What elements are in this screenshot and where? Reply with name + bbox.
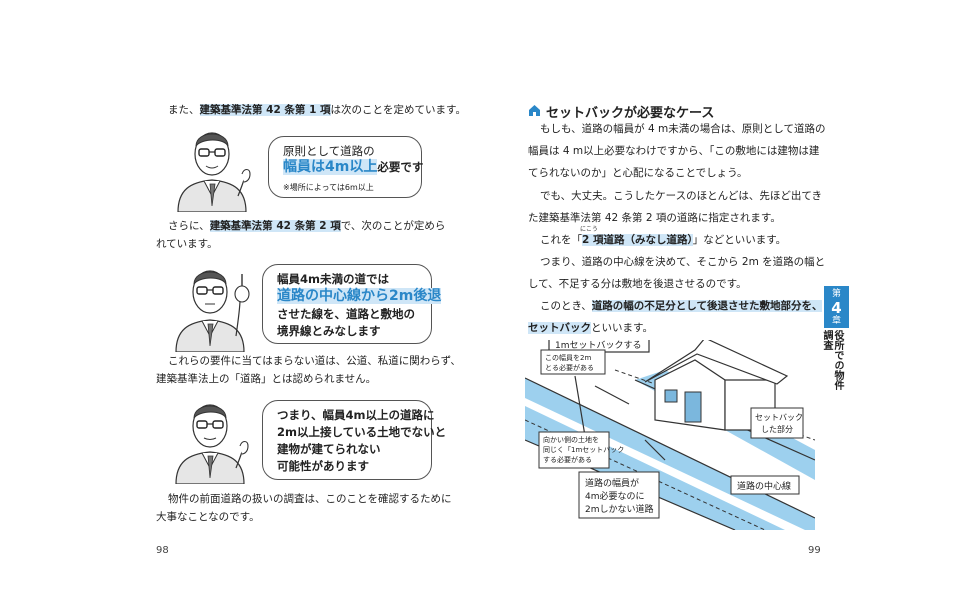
businessman-illustration xyxy=(175,270,250,352)
section-heading: セットバックが必要なケース xyxy=(546,106,715,121)
bubble-text: 可能性があります xyxy=(277,459,369,473)
chapter-tab: 第 4 章 役所での物件調査 xyxy=(821,286,849,398)
page-number-right: 99 xyxy=(808,545,821,556)
bubble-text: 境界線とみなします xyxy=(277,324,381,338)
label-width: この幅員を2m xyxy=(545,353,591,362)
label-setback-area: した部分 xyxy=(761,424,793,434)
bubble-text: 2m以上接している土地でないと xyxy=(277,425,447,439)
label-road: 4m必要なのに xyxy=(585,490,645,502)
bubble-highlight: 道路の中心線から2m後退 xyxy=(277,288,442,304)
bubble-text: 建物が建てられない xyxy=(277,442,381,456)
text: また、 xyxy=(168,104,200,116)
body-line: このとき、道路の幅の不足分として後退させた敷地部分を、 xyxy=(540,298,823,315)
text: このとき、 xyxy=(540,300,592,312)
label-setback-area: セットバック xyxy=(755,413,803,422)
text: で、次のことが定めら xyxy=(340,220,446,232)
label-opposite: 同じく「1mセットバック xyxy=(543,446,624,454)
paragraph-2-line2: れています。 xyxy=(156,238,218,250)
text: これを「 xyxy=(540,234,582,246)
bubble-text: つまり、幅員4m以上の道路に xyxy=(277,408,435,422)
page-number-left: 98 xyxy=(156,545,169,556)
term-highlight: 2 項道路（みなし道路） xyxy=(582,234,693,246)
term-highlight: 道路の幅の不足分として後退させた敷地部分を、 xyxy=(591,300,823,312)
body-line: でも、大丈夫。こうしたケースのほとんどは、先ほど出てき xyxy=(540,190,823,202)
paragraph-2-line1: さらに、建築基準法第 42 条第 2 項で、次のことが定めら xyxy=(168,218,445,235)
body-line: つまり、道路の中心線を決めて、そこから 2m を道路の幅と xyxy=(540,256,826,268)
house-roof xyxy=(644,340,789,385)
bubble-highlight: 幅員は4m以上 xyxy=(283,159,378,175)
term-highlight: セットバック xyxy=(528,322,591,334)
chapter-title: 役所での物件調査 xyxy=(821,330,843,390)
house-door xyxy=(684,391,702,423)
bubble-text: させた線を、道路と敷地の xyxy=(277,307,415,321)
text: といいます。 xyxy=(591,322,653,334)
body-line: た建築基準法第 42 条第 2 項の道路に指定されます。 xyxy=(528,212,781,224)
businessman-illustration xyxy=(175,404,249,484)
paragraph-4-line1: 物件の前面道路の扱いの調査は、このことを確認するために xyxy=(168,493,452,505)
paragraph-1: また、建築基準法第 42 条第 1 項は次のことを定めています。 xyxy=(168,102,466,119)
label-road: 道路の幅員が xyxy=(585,477,639,489)
bubble-note: ※場所によっては6m以上 xyxy=(283,183,374,192)
chapter-suffix: 章 xyxy=(831,316,841,326)
speech-bubble-2: 幅員4m未満の道では 道路の中心線から2m後退 させた線を、道路と敷地の 境界線… xyxy=(262,264,442,344)
paragraph-3-line2: 建築基準法上の「道路」とは認められません。 xyxy=(156,373,377,385)
bubble-text: 必要です xyxy=(377,160,424,174)
label-opposite: する必要がある xyxy=(543,455,592,464)
body-line: てられないのか」と心配になることでしょう。 xyxy=(528,167,748,179)
body-line: もしも、道路の幅員が 4 m未満の場合は、原則として道路の xyxy=(540,123,826,135)
label-center: 道路の中心線 xyxy=(737,480,791,492)
text: さらに、 xyxy=(168,220,210,232)
speech-bubble-3: つまり、幅員4m以上の道路に 2m以上接している土地でないと 建物が建てられない… xyxy=(262,400,446,480)
paragraph-4-line2: 大事なことなのです。 xyxy=(156,511,260,523)
body-line: セットバックといいます。 xyxy=(528,320,653,337)
chapter-number: 第 4 章 xyxy=(824,286,849,328)
law-highlight: 建築基準法第 42 条第 2 項 xyxy=(209,220,341,232)
text: は次のことを定めています。 xyxy=(330,104,466,116)
furigana: にこう xyxy=(580,226,598,233)
law-highlight: 建築基準法第 42 条第 1 項 xyxy=(199,104,331,116)
label-opposite: 向かい側の土地を xyxy=(543,435,599,444)
chapter-prefix: 第 xyxy=(831,289,841,299)
label-setback: 1mセットバックする xyxy=(555,340,642,351)
chapter-num: 4 xyxy=(831,299,842,317)
house-window xyxy=(664,389,678,403)
label-width: とる必要がある xyxy=(545,363,594,372)
body-line: これを「2 項道路（みなし道路）」などといいます。 xyxy=(540,232,786,249)
speech-bubble-1: 原則として道路の 幅員は4m以上必要です ※場所によっては6m以上 xyxy=(268,136,424,198)
house-icon xyxy=(529,105,540,116)
businessman-illustration xyxy=(177,132,251,212)
text: 」などといいます。 xyxy=(692,234,787,246)
bubble-text: 原則として道路の xyxy=(283,144,375,158)
bubble-text: 幅員4m未満の道では xyxy=(277,272,389,286)
paragraph-3-line1: これらの要件に当てはまらない道は、公道、私道に関わらず、 xyxy=(168,355,461,367)
label-road: 2mしかない道路 xyxy=(585,503,654,515)
body-line: して、不足する分は敷地を後退させるのです。 xyxy=(528,278,747,290)
setback-illustration: 1mセットバックする この幅員を2m とる必要がある 向かい側の土地を 同じく「… xyxy=(525,340,815,530)
body-line: 幅員は 4 m以上必要なわけですから、「この敷地には建物は建 xyxy=(528,145,820,157)
